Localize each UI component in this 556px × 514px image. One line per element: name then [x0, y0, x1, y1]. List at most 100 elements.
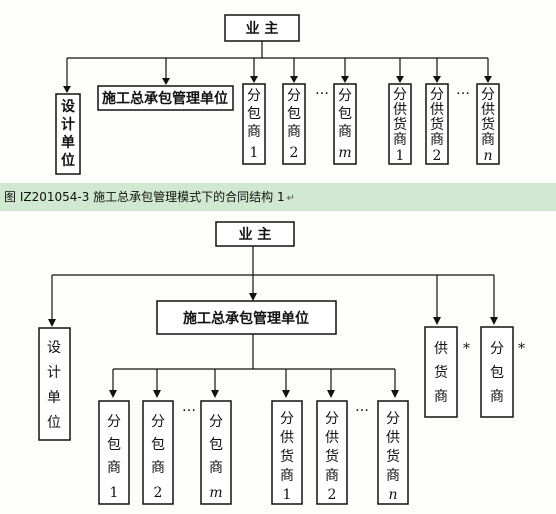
- bottom-sub-m-char: 商: [209, 460, 223, 476]
- top-sup-n-char: 供: [481, 102, 495, 118]
- bottom-sub-ellipsis: …: [182, 399, 196, 415]
- top-sup-n-index: n: [483, 148, 492, 164]
- top-arrowheads: [63, 76, 492, 93]
- top-subcontractor-1: 分 包 商 1: [242, 83, 266, 165]
- bottom-sub-1-char: 商: [107, 460, 121, 476]
- bottom-sup-n-char: 货: [386, 448, 400, 465]
- top-sub-m-char: 商: [338, 124, 352, 140]
- bottom-subcontractor-2: 分 包 商 2: [142, 400, 174, 505]
- top-sub-2-char: 包: [287, 106, 301, 122]
- contract-structure-diagram-top: 业 主 设 计 单 位 施工总承包管理单位 分 包 商 1 分 包 商: [0, 0, 556, 183]
- top-supplier-n: 分 供 货 商 n: [476, 83, 500, 165]
- top-sup-2-char: 供: [430, 102, 444, 118]
- top-sup-n-char: 分: [481, 87, 495, 103]
- bottom-supplier-n: 分 供 货 商 n: [377, 400, 409, 505]
- top-sup-2-char: 商: [430, 132, 444, 148]
- bottom-sub-1-char: 包: [107, 437, 121, 453]
- top-gc-unit-label: 施工总承包管理单位: [102, 90, 228, 107]
- bottom-sup-2-char: 供: [325, 430, 339, 446]
- bottom-direct-sub-char: 分: [490, 341, 504, 357]
- top-design-unit-char: 设: [61, 99, 76, 115]
- bottom-sup-2-index: 2: [328, 487, 337, 503]
- bottom-sub-m-index: m: [209, 485, 222, 501]
- bottom-sup-1-char: 分: [280, 411, 294, 427]
- top-sub-1-char: 分: [247, 88, 261, 104]
- diagram-bottom-canvas: 业 主 设 计 单 位 施工总承包管理单位 供 货 商 * 分 包 商: [38, 221, 525, 505]
- contract-structure-diagram-bottom: 业 主 设 计 单 位 施工总承包管理单位 供 货 商 * 分 包 商: [0, 211, 556, 514]
- top-design-unit-box: 设 计 单 位: [55, 93, 81, 175]
- top-sup-ellipsis: …: [456, 82, 470, 98]
- bottom-sub-2-index: 2: [154, 485, 163, 501]
- bottom-design-unit-char: 计: [47, 365, 61, 381]
- top-sup-2-char: 分: [430, 87, 444, 103]
- bottom-sub-m-char: 包: [209, 437, 223, 453]
- figure-caption-bar: 图 IZ201054-3 施工总承包管理模式下的合同结构 1↵: [0, 183, 556, 211]
- bottom-sup-2-char: 分: [325, 411, 339, 427]
- bottom-design-unit-char: 单: [47, 390, 61, 406]
- top-sup-2-index: 2: [433, 148, 442, 164]
- top-sup-n-char: 货: [481, 116, 495, 133]
- top-design-unit-char: 位: [61, 152, 75, 169]
- bottom-sub-2-char: 分: [151, 414, 165, 430]
- bottom-connectors: [51, 246, 495, 396]
- top-supplier-2: 分 供 货 商 2: [425, 83, 449, 165]
- bottom-sup-n-char: 供: [386, 430, 400, 446]
- bottom-design-unit-box: 设 计 单 位: [38, 327, 71, 441]
- top-sub-1-char: 包: [247, 106, 261, 122]
- bottom-direct-supplier-char: 供: [434, 341, 448, 357]
- bottom-direct-sub-char: 包: [490, 365, 504, 381]
- top-sub-ellipsis: …: [315, 82, 329, 98]
- top-sup-2-char: 货: [430, 116, 444, 133]
- bottom-subcontractor-1: 分 包 商 1: [98, 400, 130, 505]
- top-sup-1-char: 分: [393, 87, 407, 103]
- bottom-design-unit-char: 位: [47, 415, 61, 431]
- top-subcontractor-m: 分 包 商 m: [333, 83, 357, 165]
- top-sup-n-char: 商: [481, 132, 495, 148]
- bottom-direct-supplier-box: 供 货 商: [424, 326, 458, 418]
- bottom-sub-1-index: 1: [110, 485, 119, 501]
- top-supplier-1: 分 供 货 商 1: [388, 83, 412, 165]
- bottom-direct-supplier-char: 货: [434, 364, 448, 381]
- top-design-unit-char: 单: [61, 134, 75, 151]
- bottom-sub-m-char: 分: [209, 414, 223, 430]
- bottom-direct-sub-box: 分 包 商: [480, 326, 514, 418]
- bottom-sup-1-index: 1: [283, 487, 292, 503]
- bottom-arrowheads: [48, 293, 498, 398]
- bottom-direct-supplier-asterisk: *: [463, 341, 470, 357]
- bottom-supplier-1: 分 供 货 商 1: [271, 400, 303, 505]
- top-connectors: [66, 41, 489, 92]
- top-owner-label: 业 主: [246, 20, 279, 37]
- bottom-direct-supplier-char: 商: [434, 389, 448, 405]
- bottom-owner-label: 业 主: [239, 226, 272, 243]
- top-sub-m-char: 分: [338, 88, 352, 104]
- bottom-sup-n-char: 分: [386, 411, 400, 427]
- top-sub-2-char: 商: [287, 124, 301, 140]
- top-sup-1-char: 供: [393, 102, 407, 118]
- bottom-direct-sub-asterisk: *: [518, 341, 525, 357]
- top-sub-1-char: 商: [247, 124, 261, 140]
- top-sub-m-char: 包: [338, 106, 352, 122]
- top-design-unit-char: 计: [61, 116, 75, 133]
- bottom-direct-sub-char: 商: [490, 389, 504, 405]
- bottom-sup-n-char: 商: [386, 468, 400, 484]
- top-sub-2-index: 2: [290, 145, 299, 161]
- top-sup-1-index: 1: [396, 148, 405, 164]
- top-subcontractor-2: 分 包 商 2: [282, 83, 306, 165]
- top-sup-1-char: 商: [393, 132, 407, 148]
- bottom-sup-ellipsis: …: [355, 399, 369, 415]
- bottom-sub-2-char: 包: [151, 437, 165, 453]
- bottom-supplier-2: 分 供 货 商 2: [316, 400, 348, 505]
- top-sub-m-index: m: [338, 145, 351, 161]
- top-gc-unit-box: 施工总承包管理单位: [97, 85, 234, 111]
- bottom-design-unit-char: 设: [47, 340, 61, 356]
- diagram-top-canvas: 业 主 设 计 单 位 施工总承包管理单位 分 包 商 1 分 包 商: [55, 14, 500, 175]
- top-sub-2-char: 分: [287, 88, 301, 104]
- bottom-sub-1-char: 分: [107, 414, 121, 430]
- bottom-sup-1-char: 商: [280, 468, 294, 484]
- top-owner-box: 业 主: [224, 14, 300, 42]
- bottom-sub-2-char: 商: [151, 460, 165, 476]
- figure-caption: 图 IZ201054-3 施工总承包管理模式下的合同结构 1: [4, 190, 285, 204]
- bottom-subcontractor-m: 分 包 商 m: [200, 400, 232, 505]
- paragraph-mark: ↵: [286, 193, 296, 204]
- bottom-sup-2-char: 货: [325, 448, 339, 465]
